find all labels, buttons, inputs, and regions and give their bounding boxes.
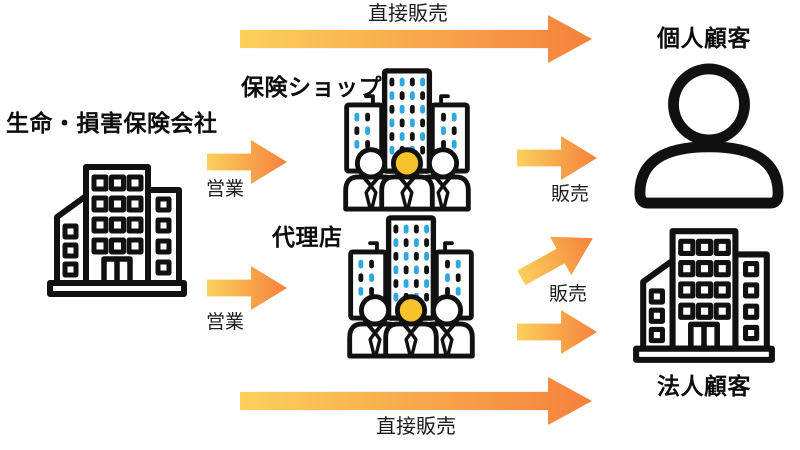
individual-customer-person-icon [630,62,788,210]
hanbai-agency-horizontal-arrow [517,310,597,354]
hanbai-shop-arrow [517,136,597,180]
individual-title: 個人顧客 [657,25,751,51]
company-title: 生命・損害保険会社 [6,110,218,136]
agency-title: 代理店 [272,224,343,250]
direct-sales-bottom-label: 直接販売 [376,416,456,438]
hanbai-shop-label: 販売 [551,184,590,205]
direct-sales-top-label: 直接販売 [368,3,448,25]
agency-icon [338,213,484,359]
corporate-building-icon [628,224,780,366]
corporate-title: 法人顧客 [657,373,751,399]
shop-title: 保険ショップ [241,74,382,100]
eigyo-to-shop-arrow [207,140,287,184]
eigyo-to-agency-arrow [207,266,287,310]
eigyo-shop-label: 営業 [206,179,245,200]
eigyo-agency-label: 営業 [206,312,245,333]
company-building-icon [42,160,192,300]
insurance-shop-icon [334,66,480,212]
hanbai-agency-label: 販売 [549,284,588,305]
